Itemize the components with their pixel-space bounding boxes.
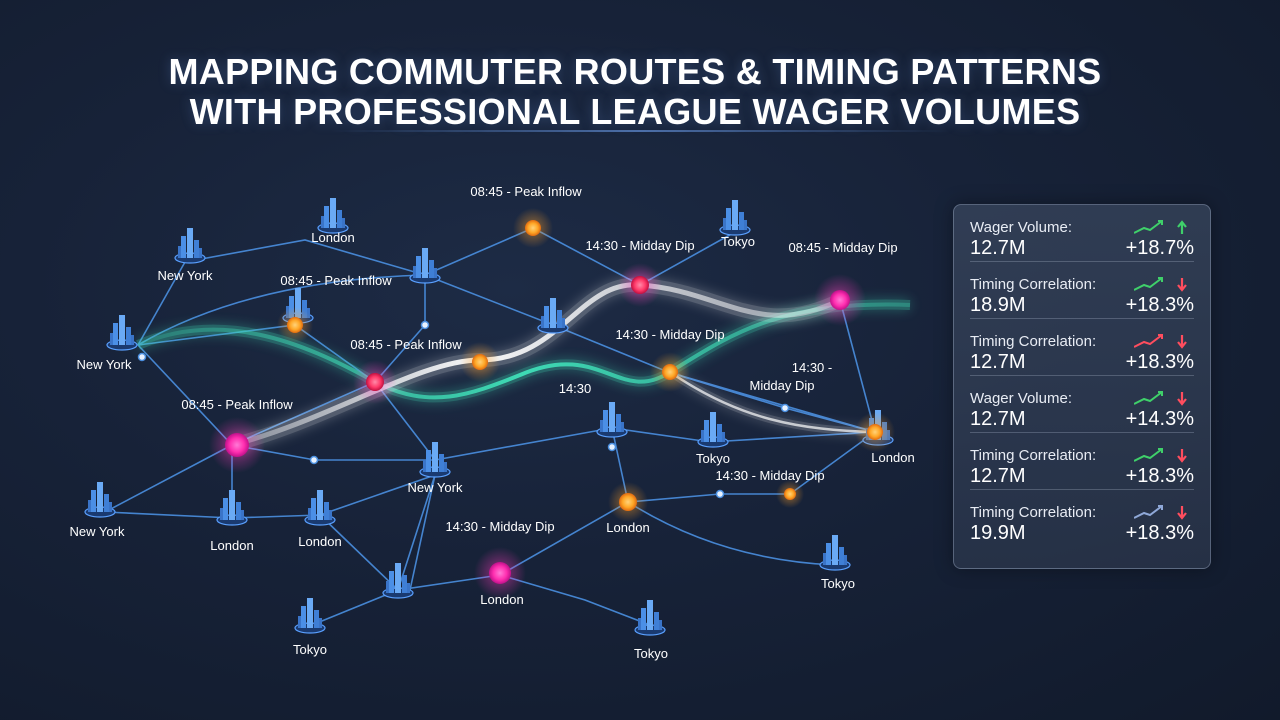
hotspot-marker [814,274,866,326]
city-label: Tokyo [634,646,668,661]
city-label: Tokyo [293,642,327,657]
metric-label: Timing Correlation: [970,504,1097,521]
city-building-icon [174,227,206,264]
timing-label: 14:30 - Midday Dip [615,327,724,342]
metric-label: Timing Correlation: [970,447,1097,464]
city-building-icon [634,599,666,636]
trend-down-icon [1134,448,1187,463]
city-label: Tokyo [721,234,755,249]
timing-label: 08:45 - Peak Inflow [280,273,392,288]
hotspot-marker [474,547,526,599]
city-label: London [871,450,914,465]
metric-value: 12.7M [970,351,1026,373]
metric-value: 12.7M [970,408,1026,430]
city-building-icon [294,597,326,634]
trend-down-icon [1134,334,1187,349]
metric-change: +18.3% [1125,465,1194,487]
city-building-icon [819,534,851,571]
city-labels: London New York Tokyo New York Tokyo Lon… [70,230,915,661]
hotspot-marker [209,417,265,473]
trend-down-icon [1134,505,1187,520]
metric-value: 12.7M [970,465,1026,487]
page-title: MAPPING COMMUTER ROUTES & TIMING PATTERN… [0,52,1270,132]
title-line-2: WITH PROFESSIONAL LEAGUE WAGER VOLUMES [189,91,1081,132]
metric-label: Wager Volume: [970,219,1072,236]
city-building-icon [596,401,628,438]
timing-label: 08:45 - Peak Inflow [350,337,462,352]
trend-down-icon [1134,391,1187,406]
city-building-icon [719,199,751,236]
hotspot-marker [513,208,553,248]
hotspot-marker [353,360,397,404]
hotspot-marker [608,482,648,522]
city-label: Tokyo [821,576,855,591]
timing-label: 14:30 - [792,360,832,375]
timing-label: 14:30 - Midday Dip [585,238,694,253]
metric-change: +18.3% [1125,351,1194,373]
hotspot-marker [855,412,895,452]
metric-row: Wager Volume: 12.7M +18.7% [970,205,1194,262]
metric-label: Timing Correlation: [970,276,1097,293]
metric-change: +18.3% [1125,294,1194,316]
city-label: Tokyo [696,451,730,466]
city-label: New York [70,524,125,539]
hotspot-marker [776,480,804,508]
metric-row: Timing Correlation: 12.7M +18.3% [970,319,1194,376]
city-label: London [480,592,523,607]
hotspot-marker [618,263,662,307]
city-building-icon [317,197,349,234]
timing-label: 14:30 - Midday Dip [715,468,824,483]
title-underline [330,130,950,132]
city-label: New York [77,357,132,372]
timing-labels: 08:45 - Peak Inflow 08:45 - Peak Inflow … [181,184,897,534]
city-label: London [311,230,354,245]
metric-value: 19.9M [970,522,1026,544]
city-building-icon [409,247,441,284]
trend-down-icon [1134,277,1187,292]
city-label: New York [158,268,213,283]
metrics-panel: Wager Volume: 12.7M +18.7% Timing Correl… [953,204,1211,569]
city-label: New York [408,480,463,495]
hotspots [209,208,895,599]
city-building-icon [216,489,248,526]
metric-change: +14.3% [1125,408,1194,430]
metric-change: +18.3% [1125,522,1194,544]
timing-label: Midday Dip [749,378,814,393]
metric-row: Timing Correlation: 19.9M +18.3% [970,490,1194,547]
city-building-icon [84,481,116,518]
metric-change: +18.7% [1125,237,1194,259]
timing-label: 08:45 - Midday Dip [788,240,897,255]
metric-label: Wager Volume: [970,390,1072,407]
timing-label: 08:45 - Peak Inflow [181,397,293,412]
metric-row: Timing Correlation: 18.9M +18.3% [970,262,1194,319]
title-line-1: MAPPING COMMUTER ROUTES & TIMING PATTERN… [168,51,1102,92]
city-label: London [210,538,253,553]
timing-label: 08:45 - Peak Inflow [470,184,582,199]
hotspot-marker [650,352,690,392]
city-label: London [606,520,649,535]
trend-up-icon [1134,220,1187,234]
city-building-icon [106,314,138,351]
hotspot-marker [277,307,313,343]
city-label: London [298,534,341,549]
metric-row: Timing Correlation: 12.7M +18.3% [970,433,1194,490]
city-building-icon [304,489,336,526]
metric-label: Timing Correlation: [970,333,1097,350]
timing-label: 14:30 - Midday Dip [445,519,554,534]
route-waypoints [137,320,790,499]
metric-value: 12.7M [970,237,1026,259]
city-building-icon [697,411,729,448]
metric-row: Wager Volume: 12.7M +14.3% [970,376,1194,433]
timing-label: 14:30 [559,381,592,396]
metric-value: 18.9M [970,294,1026,316]
hotspot-marker [460,342,500,382]
